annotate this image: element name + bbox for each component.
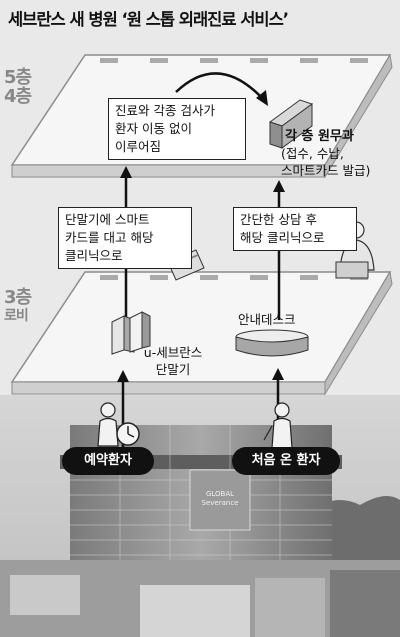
- consult-info-box: 간단한 상담 후 해당 클리닉으로: [233, 207, 357, 251]
- floor-label-lobby: 3층 로비: [4, 287, 32, 326]
- lobby-label: 로비: [4, 308, 29, 324]
- info-desk-icon: [235, 329, 309, 357]
- kiosk-label-line-1: u-세브란스: [143, 345, 203, 360]
- flow-arrowhead-curve: [256, 90, 268, 106]
- photo-house-left: [10, 575, 80, 615]
- photo-house-far-right: [330, 570, 400, 637]
- card-line-1: 단말기에 스마트: [65, 212, 150, 227]
- floor-4-label: 4층: [4, 86, 32, 107]
- card-line-3: 클리닉으로: [65, 248, 123, 263]
- kiosk-label-line-2: 단말기: [155, 362, 191, 377]
- department-title: 각 층 원무과: [285, 129, 354, 144]
- exam-line-3: 이루어짐: [115, 139, 162, 154]
- floor-label-upper: 5층 4층: [4, 67, 32, 107]
- reserved-patient-pill: 예약환자: [62, 447, 154, 475]
- flow-arrowhead-first-visit: [272, 368, 284, 380]
- flow-arrow-curve: [175, 72, 263, 99]
- exam-info-box: 진료와 각종 검사가 환자 이동 없이 이루어짐: [108, 98, 246, 160]
- building-sign-line-1: GLOBAL: [205, 490, 235, 498]
- photo-house-right: [255, 578, 325, 637]
- photo-house-center: [140, 585, 250, 637]
- consult-line-1: 간단한 상담 후: [240, 212, 317, 227]
- flow-arrowhead-left-up: [120, 166, 132, 178]
- building-sign-line-2: Severance: [201, 499, 239, 507]
- card-line-2: 카드를 대고 해당: [65, 230, 154, 245]
- lobby-floor-platform: [10, 270, 393, 396]
- department-sub-line-1: (접수, 수납,: [281, 146, 344, 161]
- flow-arrowhead-right-up: [273, 180, 285, 192]
- card-info-box: 단말기에 스마트 카드를 대고 해당 클리닉으로: [58, 207, 192, 269]
- department-label: 각 층 원무과 (접수, 수납, 스마트카드 발급): [281, 128, 370, 179]
- info-desk-label: 안내데스크: [238, 312, 296, 327]
- floor-5-label: 5층: [4, 67, 32, 88]
- building-sign: GLOBAL Severance: [196, 490, 244, 508]
- flow-arrowhead-reserved: [117, 370, 129, 382]
- first-visit-patient-pill: 처음 온 환자: [232, 447, 340, 475]
- reserved-patient-icon: [97, 402, 140, 447]
- floor-3-label: 3층: [4, 287, 32, 308]
- consult-line-2: 해당 클리닉으로: [240, 230, 325, 245]
- department-counter-icon: [268, 99, 314, 149]
- exam-line-1: 진료와 각종 검사가: [115, 103, 215, 118]
- kiosk-icon: [111, 311, 151, 355]
- diagram-title: 세브란스 새 병원 ‘원 스톱 외래진료 서비스’: [8, 10, 289, 29]
- kiosk-label: u-세브란스 단말기: [138, 344, 208, 378]
- exam-line-2: 환자 이동 없이: [115, 121, 192, 136]
- first-visit-patient-icon: [263, 402, 293, 449]
- department-sub-line-2: 스마트카드 발급): [281, 163, 371, 178]
